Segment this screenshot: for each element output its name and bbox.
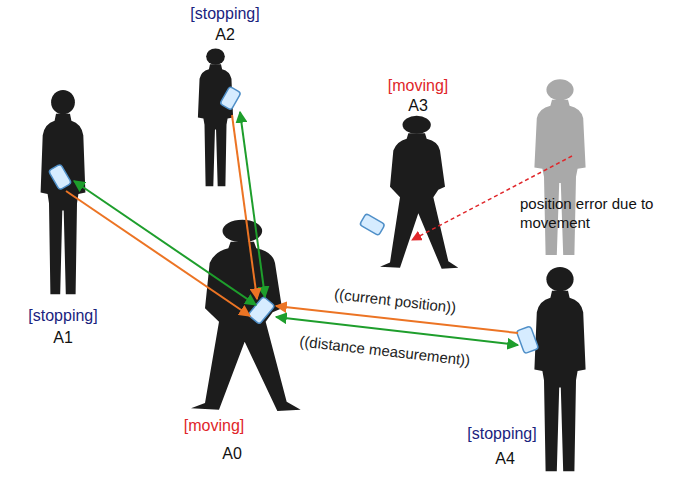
edge-label: ((current position)) [333,285,457,316]
signal-arrow [66,191,250,316]
annotation-note: position error due to movement [520,194,660,232]
node-id: A0 [222,444,242,463]
person-node: [stopping] A2 [160,2,290,192]
node-id: A3 [408,96,428,115]
node-id: A1 [53,328,73,347]
person-node: [stopping] A4 [452,262,607,479]
state-label: [stopping] [190,4,259,23]
signal-arrow [74,181,256,305]
state-label: [stopping] [467,424,536,443]
state-label: [moving] [388,76,448,95]
node-id: A4 [495,449,515,468]
signal-arrow [276,306,518,333]
signal-arrow [232,115,257,299]
state-label: [stopping] [28,306,97,325]
person-node: [moving]A3 [350,76,470,274]
person-node: [moving] A0 [160,215,315,477]
state-label: [moving] [184,416,244,435]
node-id: A2 [215,25,235,44]
person-node: [stopping] A1 [12,85,122,355]
